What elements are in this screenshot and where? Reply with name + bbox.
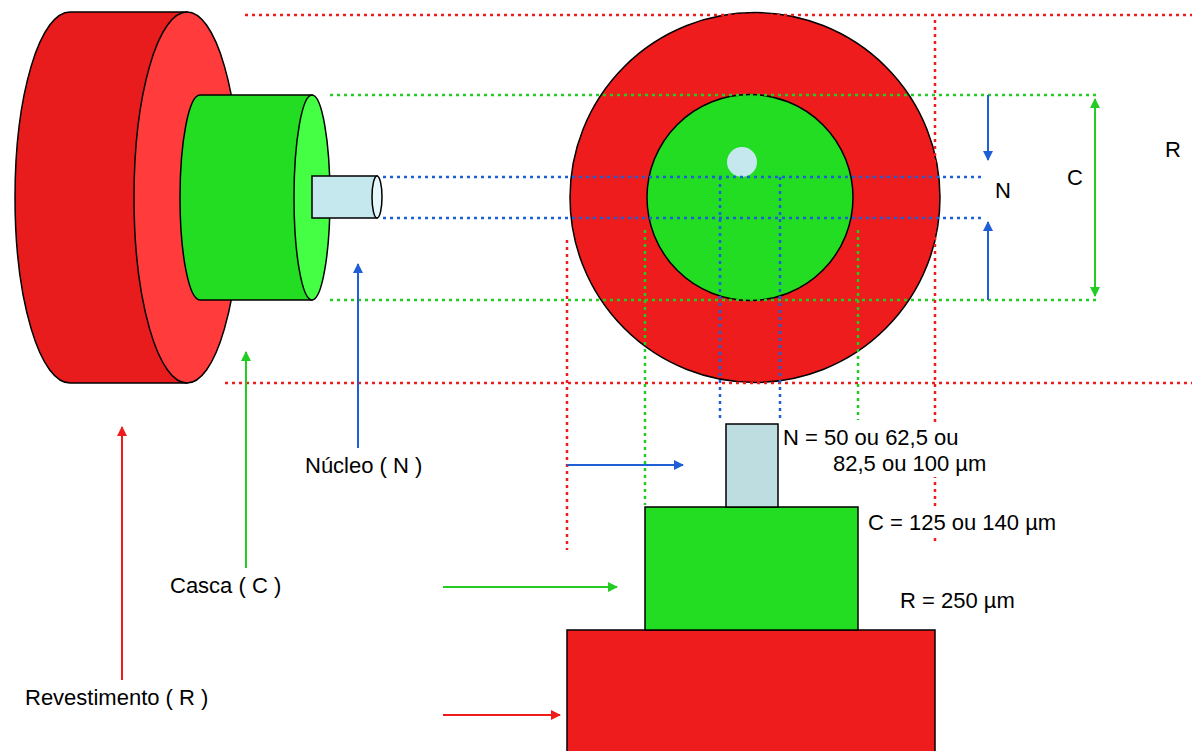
- part-name: Núcleo ( N ): [303, 453, 424, 479]
- dimension-value: N = 50 ou 62,5 ou 82,5 ou 100 µm: [783, 425, 995, 477]
- cladding-cylinder: [180, 95, 330, 300]
- projection-lines: [225, 15, 1192, 550]
- coating-bar: [567, 630, 935, 751]
- core-section: [727, 147, 757, 177]
- part-name: Revestimento ( R ): [23, 685, 210, 711]
- dimension-letter: R: [1163, 137, 1183, 163]
- cladding-bar: [645, 507, 858, 630]
- dimension-letter: N: [993, 178, 1013, 204]
- core-bar: [726, 424, 778, 507]
- core-cylinder: [312, 176, 382, 218]
- part-name: Casca ( C ): [168, 573, 283, 599]
- cladding-section: [647, 95, 853, 301]
- dimension-value: R = 250 µm: [898, 588, 1017, 614]
- dimension-arrows: [988, 95, 1095, 300]
- coating-section: [570, 13, 940, 383]
- dimension-letter: C: [1065, 165, 1085, 191]
- leader-arrows: [122, 264, 683, 715]
- dimension-value: C = 125 ou 140 µm: [866, 510, 1058, 536]
